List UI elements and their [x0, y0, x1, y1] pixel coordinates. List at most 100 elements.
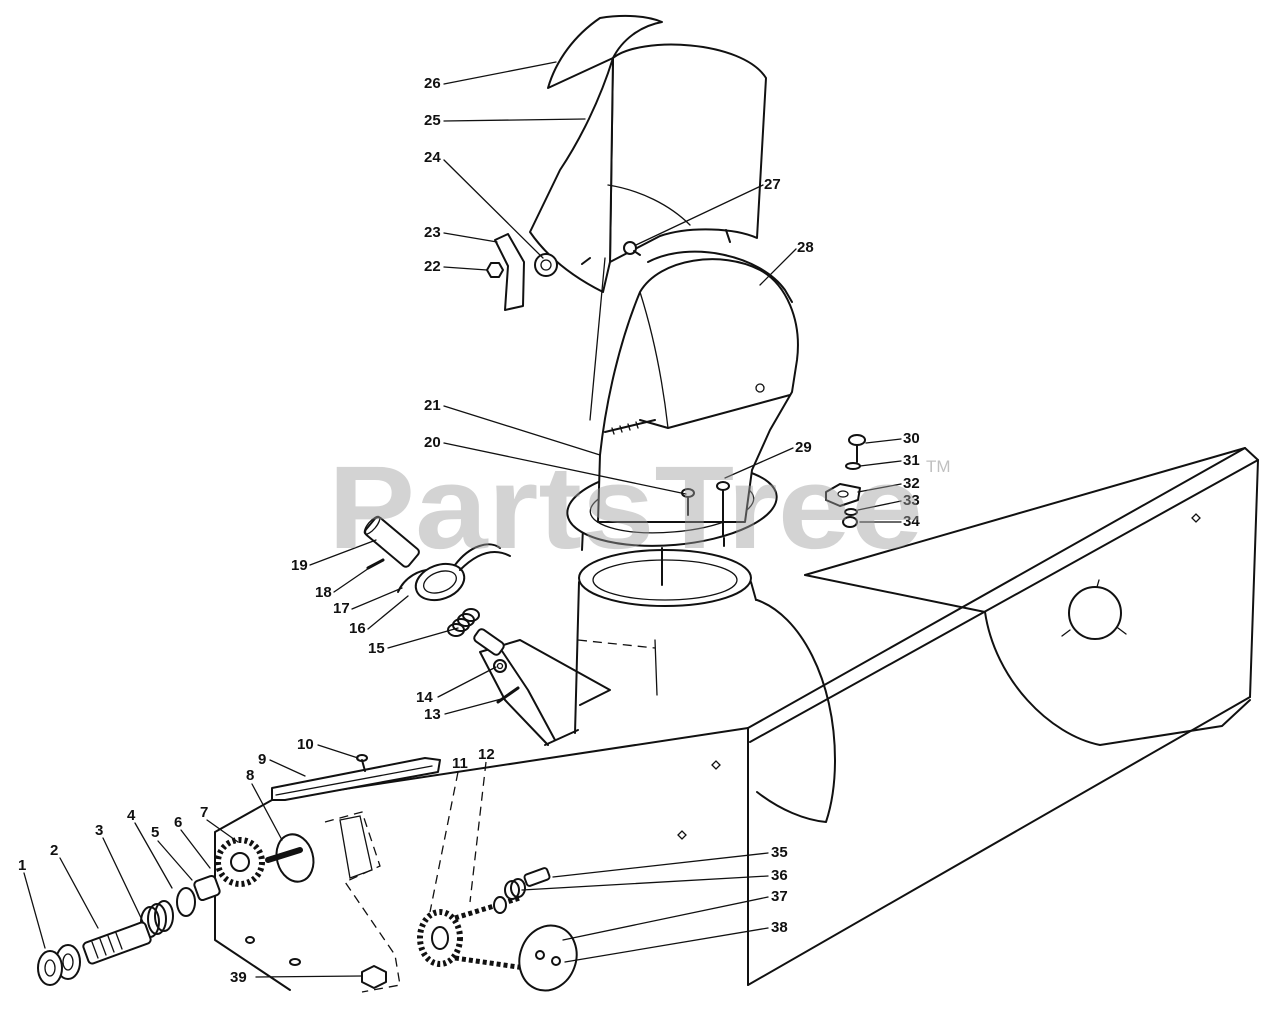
deflector-body: [609, 43, 767, 263]
auger-drum-back: [984, 611, 1251, 746]
callout-26: 26: [424, 75, 441, 92]
part-1-nut: [37, 950, 63, 986]
part-16-ring-inner: [423, 570, 457, 594]
leader-line-14: [437, 666, 497, 698]
leader-line-13: [444, 697, 506, 715]
callout-5: 5: [151, 824, 159, 841]
housing-bottom-edge: [747, 696, 1251, 986]
chute-base-right-side: [750, 581, 757, 601]
callout-10: 10: [297, 736, 314, 753]
leader-line-24: [443, 159, 544, 259]
housing-ridge: [747, 447, 1259, 729]
chute-front-face: [639, 394, 791, 429]
callout-28: 28: [797, 239, 814, 256]
part-5-washer: [176, 887, 196, 917]
callout-23: 23: [424, 224, 441, 241]
part-24-knob: [534, 253, 558, 277]
deflector-hardware: [486, 233, 641, 311]
callout-1: 1: [18, 857, 26, 874]
callout-15: 15: [368, 640, 385, 657]
part-36-spring: [510, 878, 526, 898]
leader-line-39: [255, 975, 363, 978]
callout-35: 35: [771, 844, 788, 861]
leader-line-28: [759, 248, 797, 286]
callout-11: 11: [452, 755, 468, 772]
callout-4: 4: [127, 807, 136, 824]
bearing-plate-tabs: [1061, 579, 1127, 637]
leader-line-21: [443, 405, 601, 456]
housing-ridge-lip: [749, 459, 1259, 743]
part-8-shaft: [265, 847, 303, 863]
callout-27: 27: [764, 176, 781, 193]
part-16-ring: [414, 562, 466, 602]
callout-37: 37: [771, 888, 788, 905]
chute-body: [597, 258, 799, 523]
leader-line-18: [333, 565, 373, 593]
plate-assembly: [271, 754, 441, 801]
housing-left-top: [544, 729, 579, 746]
chute-base-seam: [654, 639, 658, 696]
callout-19: 19: [291, 557, 308, 574]
leader-line-31: [859, 460, 902, 467]
deflector-extension: [547, 14, 663, 89]
leader-line-2: [59, 857, 99, 929]
part-19-sleeve-body: [364, 516, 420, 568]
chute-inner-fold: [639, 291, 669, 429]
leader-line-3: [102, 837, 144, 923]
leader-line-6: [180, 829, 211, 869]
callout-25: 25: [424, 112, 441, 129]
part-3-shaft-thread: [91, 932, 123, 959]
part-2-nut-hole: [62, 953, 74, 971]
leader-line-30: [865, 438, 902, 444]
leader-line-27: [635, 184, 764, 246]
leader-line-15: [387, 627, 459, 649]
leader-line-25: [443, 118, 586, 122]
callout-labels: 1 2 3 4 5 6 7 8 9 10 11 12 13 14 15 16 1…: [18, 75, 920, 986]
callout-14: 14: [416, 689, 433, 706]
part-14-bushing: [493, 659, 507, 673]
leader-lines: [23, 61, 902, 978]
part-39-bolts: [245, 936, 387, 989]
callout-16: 16: [349, 620, 366, 637]
chute-base-opening: [592, 559, 738, 601]
part-39-bolt: [245, 936, 255, 944]
chute: [597, 250, 799, 523]
callout-17: 17: [333, 600, 350, 617]
crank-tube: [473, 628, 505, 656]
part-34-nut: [842, 516, 858, 528]
leader-line-33: [857, 500, 902, 511]
part-8-hole: [275, 833, 315, 883]
chain-assembly: [417, 761, 578, 992]
callout-36: 36: [771, 867, 788, 884]
part-3-shaft: [82, 921, 152, 965]
part-38-nut: [551, 956, 561, 966]
callout-6: 6: [174, 814, 182, 831]
watermark-trademark: TM: [926, 457, 951, 476]
callout-3: 3: [95, 822, 103, 839]
part-4-spring-coil: [147, 903, 167, 935]
cable: [454, 543, 511, 571]
part-23-bracket: [494, 233, 525, 311]
watermark-text: PartsTree: [328, 442, 923, 574]
deflector: [529, 14, 767, 293]
leader-line-8: [251, 783, 283, 841]
callout-24: 24: [424, 149, 441, 166]
callout-2: 2: [50, 842, 58, 859]
leader-line-16: [367, 595, 409, 630]
part-1-nut-hole: [44, 959, 56, 977]
explode-line: [429, 771, 459, 913]
leader-line-26: [443, 61, 557, 85]
callout-33: 33: [903, 492, 920, 509]
callout-39: 39: [230, 969, 247, 986]
chain-guard-outline: [324, 811, 401, 993]
leader-line-36: [521, 875, 769, 891]
leader-line-29: [724, 447, 794, 479]
part-37-washer: [493, 896, 507, 914]
part-38-idler-disc: [518, 924, 578, 992]
part-32-bracket: [825, 483, 861, 507]
leader-line-7: [206, 819, 239, 843]
part-10-bolt-shank: [361, 759, 366, 772]
part-22-nut: [486, 262, 504, 278]
crank-hardware: [363, 515, 520, 704]
